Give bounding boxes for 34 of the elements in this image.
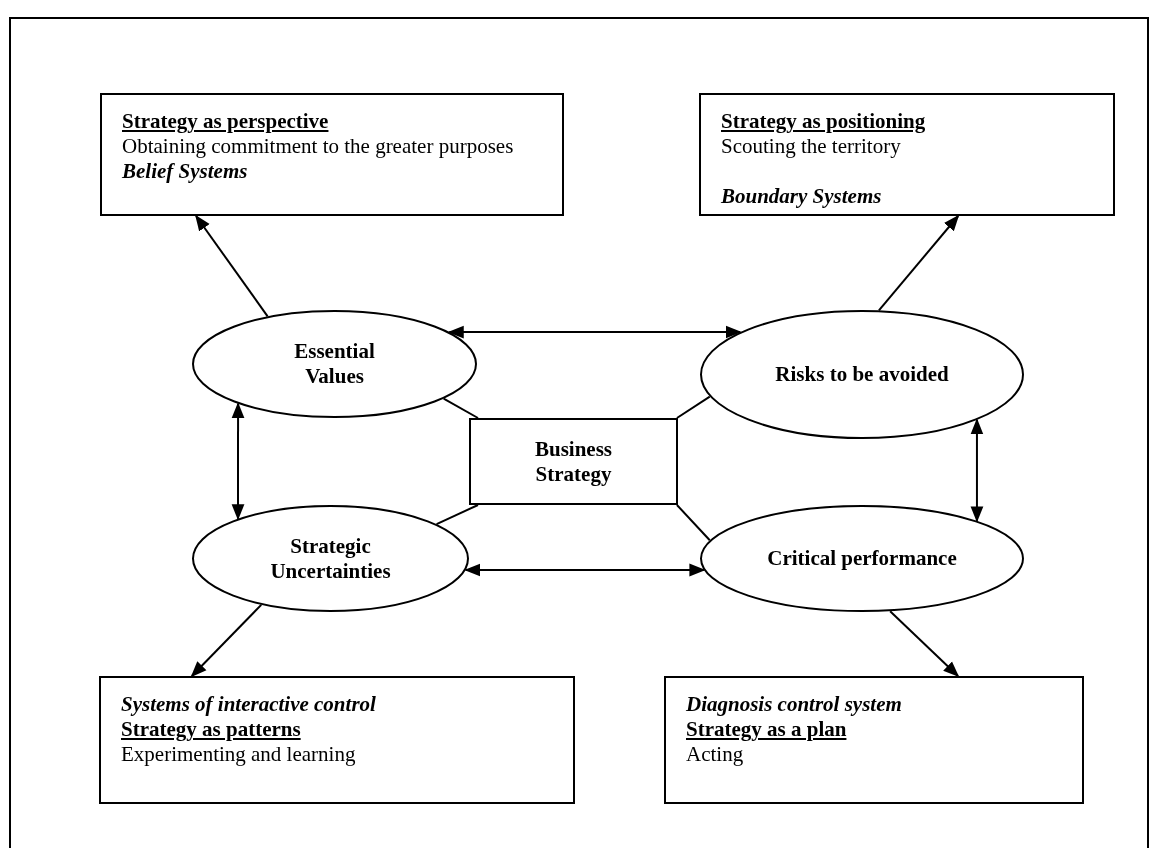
- arrow: [877, 214, 960, 312]
- text-box: [664, 676, 1084, 804]
- description: Acting: [686, 742, 744, 767]
- arrow: [970, 418, 984, 523]
- node-label: Strategic Uncertainties: [269, 533, 392, 584]
- node-label: Business Strategy: [533, 436, 613, 487]
- node-label: Critical performance: [767, 546, 957, 571]
- node-label: Risks to be avoided: [775, 362, 949, 387]
- connector-line: [435, 504, 479, 526]
- system-label: Boundary Systems: [721, 184, 882, 209]
- arrow: [889, 610, 960, 678]
- system-label: Diagnosis control system: [686, 692, 902, 717]
- system-label: Belief Systems: [122, 159, 248, 184]
- connector-line: [442, 397, 479, 419]
- arrow: [190, 603, 263, 678]
- arrow: [447, 325, 742, 339]
- arrow: [231, 402, 245, 521]
- arrow: [195, 214, 269, 318]
- text-box: [99, 676, 575, 804]
- connector-line: [675, 395, 711, 419]
- heading: Strategy as perspective: [122, 109, 329, 134]
- heading: Strategy as a plan: [686, 717, 847, 742]
- system-label: Systems of interactive control: [121, 692, 376, 717]
- description: Scouting the territory: [721, 134, 901, 159]
- text-box: [100, 93, 564, 216]
- center-box: [469, 418, 678, 505]
- heading: Strategy as patterns: [121, 717, 301, 742]
- connector-line: [675, 504, 711, 542]
- description: Obtaining commitment to the greater purposes: [122, 134, 514, 159]
- heading: Strategy as positioning: [721, 109, 926, 134]
- description: Experimenting and learning: [121, 742, 356, 767]
- node-label: Essential Values: [293, 339, 376, 389]
- arrow: [464, 563, 706, 577]
- text-box: [699, 93, 1115, 216]
